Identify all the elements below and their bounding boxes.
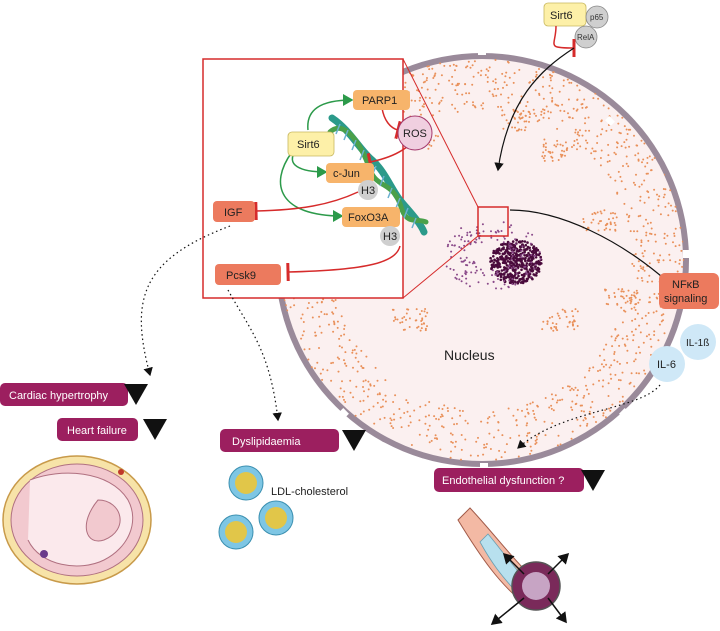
heart-cross-section-icon	[2, 455, 152, 585]
ros-label: ROS	[403, 128, 427, 140]
inset-inhibition-arrows	[366, 107, 409, 172]
heart-failure-label: Heart failure	[67, 425, 127, 437]
foxo3a-box	[342, 207, 400, 227]
h3-top-label: H3	[361, 185, 375, 197]
nfkb-line1: NFκB	[672, 279, 700, 291]
nfkb-box	[659, 273, 719, 309]
dyslipidaemia-box	[220, 429, 339, 452]
sirt6-inhibits-p65	[553, 25, 576, 58]
h3-top-circle	[358, 180, 378, 200]
cardiac-hypertrophy-box	[0, 383, 128, 406]
endothelial-label: Endothelial dysfunction ?	[442, 475, 564, 487]
blood-vessel-icon	[457, 507, 570, 625]
to-nfkb-arrow	[509, 209, 669, 283]
cjun-label: c-Jun	[333, 168, 360, 180]
parp1-label: PARP1	[362, 95, 397, 107]
igf-box	[213, 201, 255, 222]
rela-circle	[574, 25, 598, 49]
p65-circle	[585, 5, 609, 29]
rela-label: RelA	[577, 33, 595, 42]
heart-failure-box	[57, 418, 138, 441]
igf-label: IGF	[224, 207, 243, 219]
endothelial-box	[434, 468, 584, 492]
ldl-particles-icon	[218, 465, 294, 550]
p65-to-nucleus-arrow	[494, 47, 575, 172]
nfkb-line2: signaling	[664, 293, 707, 305]
nuclear-pores	[339, 49, 689, 469]
p65-label: p65	[590, 13, 604, 22]
dyslipidaemia-label: Dyslipidaemia	[232, 436, 301, 448]
zoom-region-marker	[477, 206, 509, 237]
il1b-label: IL-1ß	[686, 338, 709, 349]
sirt6-box	[287, 131, 335, 157]
pcsk9-label: Pcsk9	[226, 270, 256, 282]
nucleolus-chromatin	[445, 221, 543, 290]
il6-label: IL-6	[657, 359, 676, 371]
ldl-label: LDL-cholesterol	[271, 486, 348, 498]
h3-bottom-circle	[380, 226, 400, 246]
h3-bottom-label: H3	[383, 231, 397, 243]
target-inhibition-arrows	[254, 191, 401, 282]
dotted-arrows	[140, 225, 661, 449]
top-sirt6-label: Sirt6	[550, 10, 573, 22]
pcsk9-box	[215, 264, 281, 285]
sirt6-label: Sirt6	[297, 139, 320, 151]
parp1-box	[353, 90, 410, 110]
cardiac-hypertrophy-label: Cardiac hypertrophy	[9, 390, 109, 402]
foxo3a-label: FoxO3A	[348, 212, 389, 224]
zoom-lines	[402, 58, 479, 299]
inset-panel: PARP1 Sirt6 ROS c-Jun H3 FoxO3A H3	[202, 58, 433, 299]
il1b-circle	[680, 324, 716, 360]
sirt6-nfkb-complex: Sirt6 p65 RelA	[494, 2, 609, 172]
il6-circle	[649, 346, 685, 382]
ros-circle	[397, 115, 433, 151]
cjun-box	[326, 163, 374, 183]
nucleus-label: Nucleus	[444, 347, 495, 363]
